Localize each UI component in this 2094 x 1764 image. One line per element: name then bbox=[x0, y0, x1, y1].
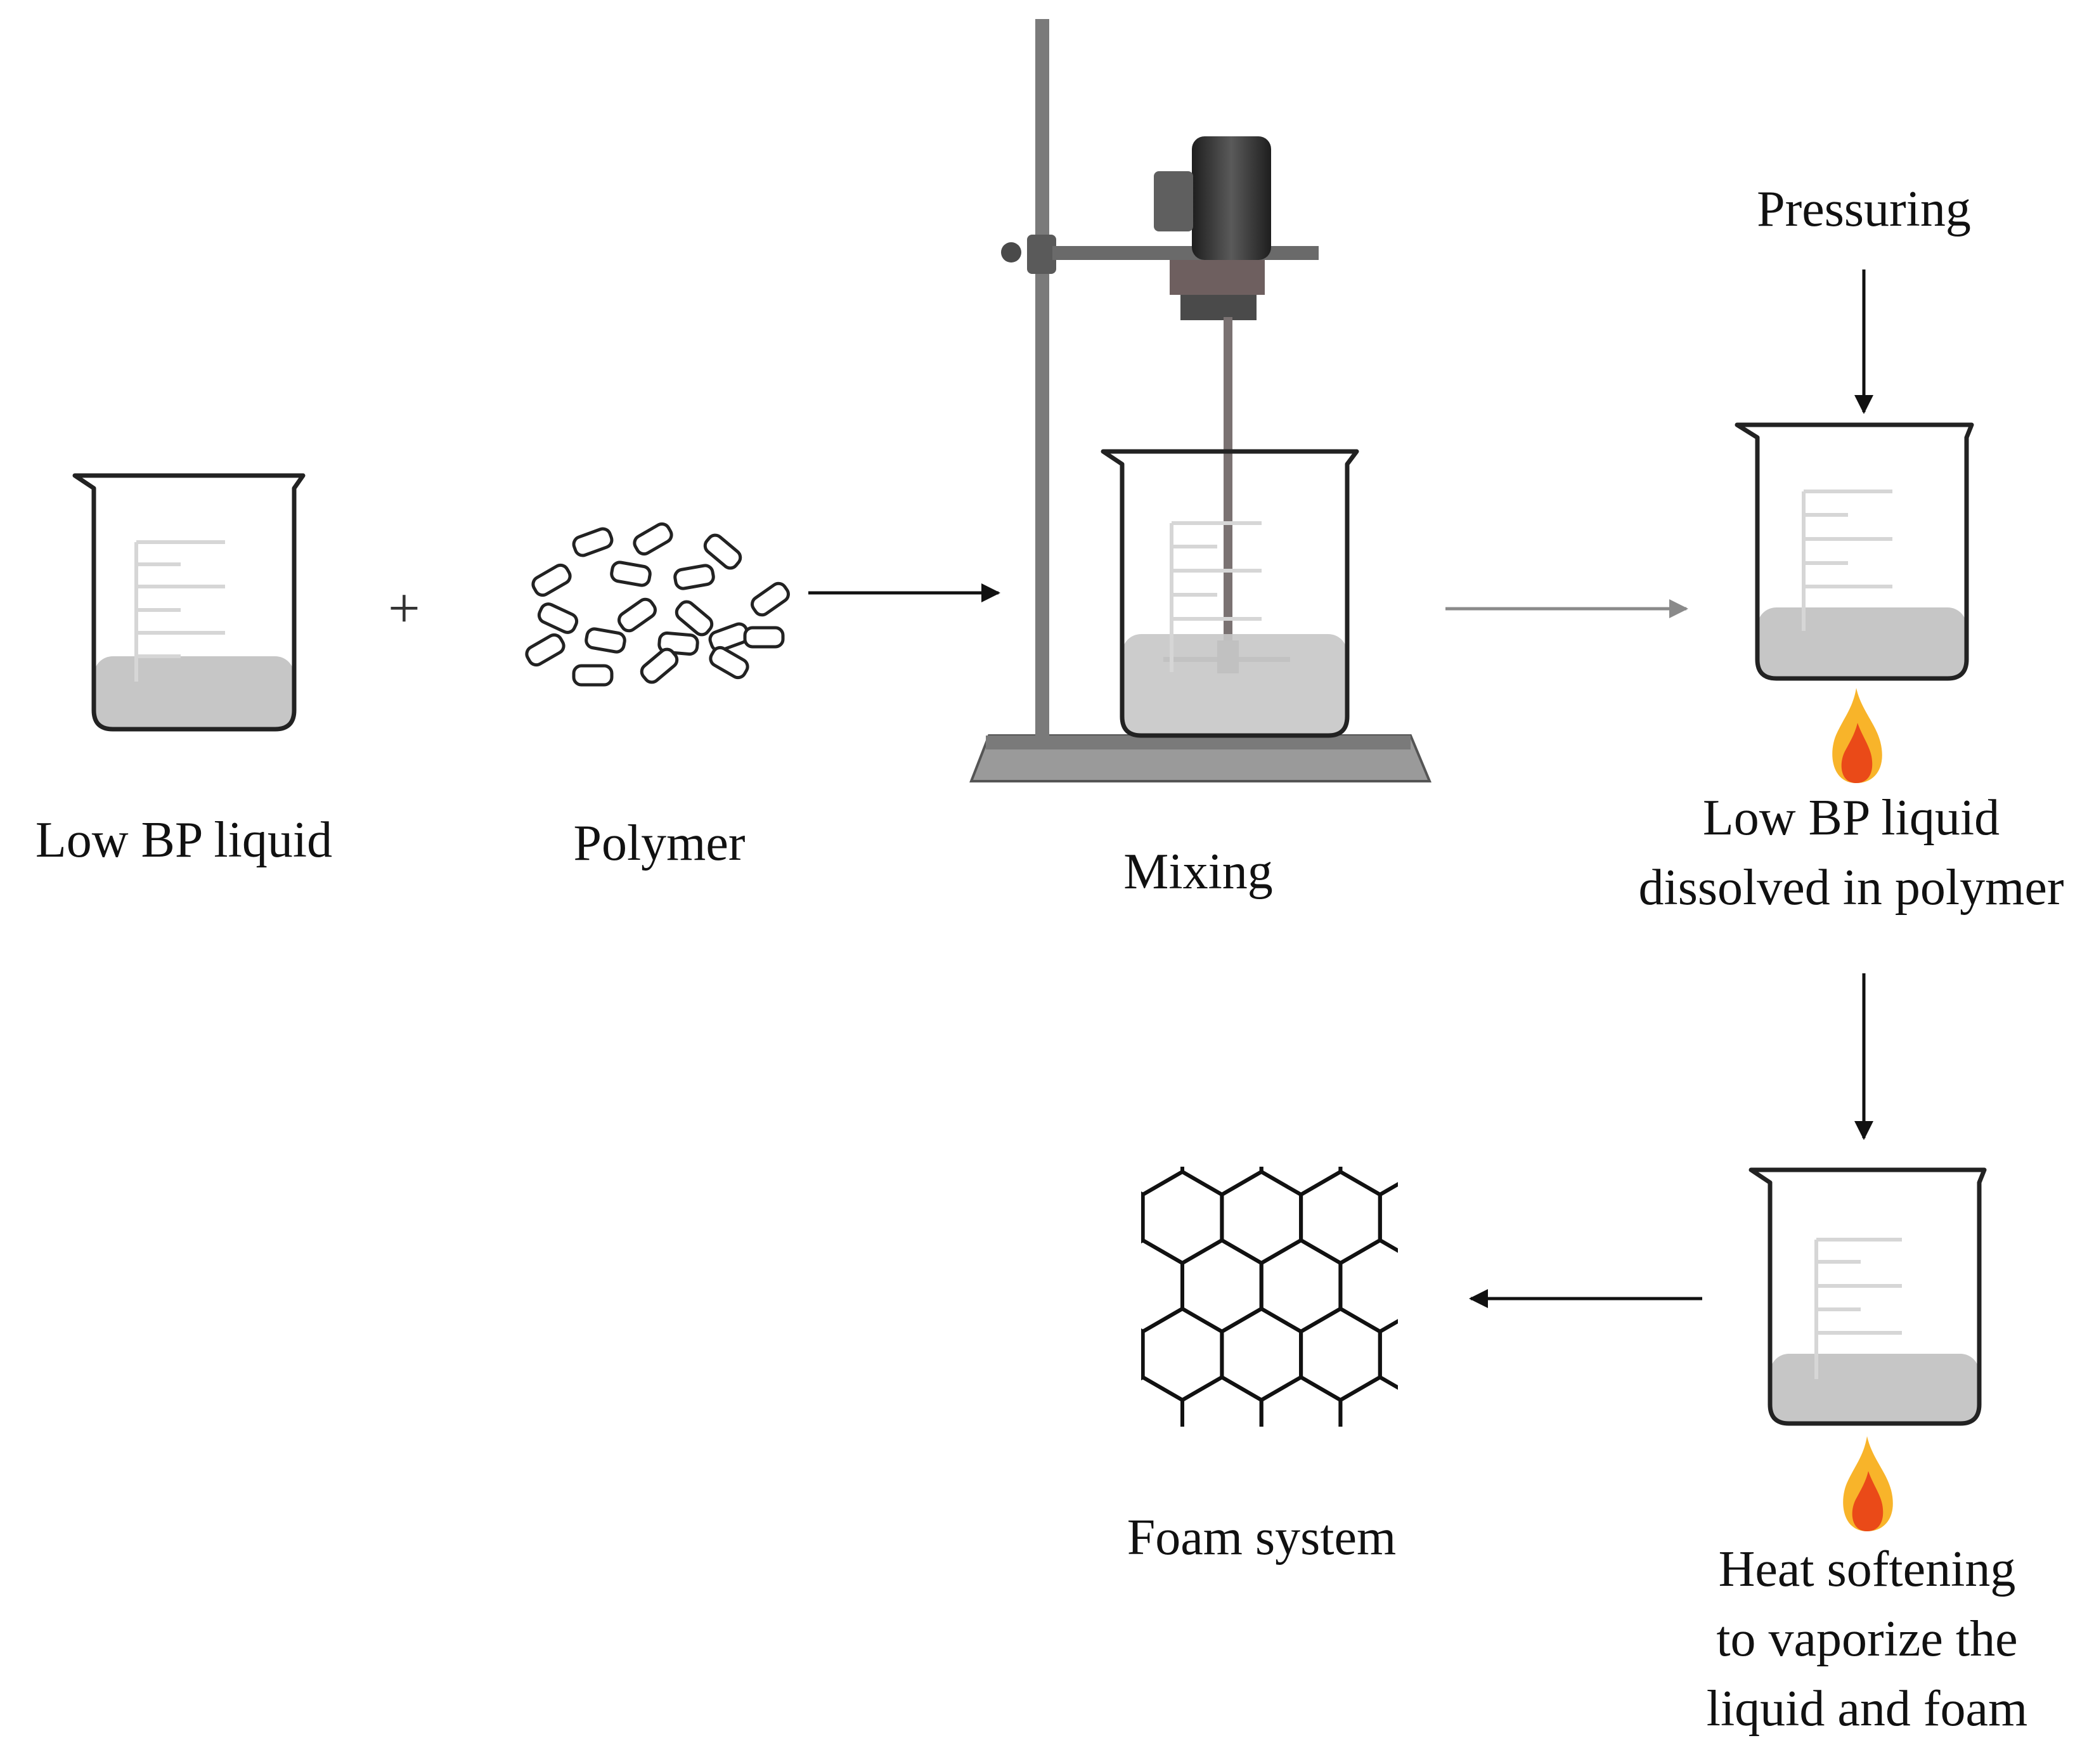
flame-icon bbox=[1843, 1436, 1893, 1531]
heat-softening-line-1: Heat softening bbox=[1718, 1541, 2016, 1597]
dissolved-label-line-1: Low BP liquid bbox=[1702, 790, 2000, 846]
foam-cell bbox=[1259, 1167, 1343, 1197]
polymer-pellet bbox=[751, 581, 790, 617]
polymer-pellet bbox=[537, 602, 579, 634]
foam-cell bbox=[1378, 1182, 1398, 1253]
flame-icon bbox=[1832, 688, 1882, 783]
foam-cell bbox=[1141, 1307, 1224, 1402]
foam-cell bbox=[1141, 1167, 1184, 1197]
polymer-pellet bbox=[585, 627, 626, 654]
foam-cell bbox=[1419, 1103, 1499, 1195]
heat-softening-label: Heat softening to vaporize the liquid an… bbox=[1623, 1534, 2094, 1744]
polymer-pellet bbox=[525, 633, 566, 667]
hexagon-foam-icon bbox=[1141, 1103, 1499, 1469]
foam-cell bbox=[1180, 1375, 1264, 1427]
polymer-pellet bbox=[703, 533, 742, 570]
polymer-pellet bbox=[572, 664, 614, 687]
polymer-pellet bbox=[617, 597, 657, 633]
polymer-pellet bbox=[633, 522, 673, 556]
foam-cell bbox=[1141, 1238, 1184, 1333]
foam-cell bbox=[1141, 1328, 1145, 1380]
foam-cell bbox=[1299, 1170, 1382, 1265]
foam-cell bbox=[1220, 1170, 1303, 1265]
foam-cell bbox=[1141, 1191, 1145, 1243]
foam-cell bbox=[1141, 1170, 1224, 1265]
heat-softening-line-3: liquid and foam bbox=[1706, 1681, 2028, 1737]
polymer-pellet bbox=[673, 564, 715, 590]
foam-cell bbox=[1259, 1375, 1343, 1427]
heat-softening-line-2: to vaporize the bbox=[1716, 1611, 2018, 1667]
foam-cell bbox=[1338, 1375, 1398, 1427]
pressuring-label: Pressuring bbox=[1757, 181, 1971, 237]
foam-cell bbox=[1180, 1238, 1264, 1333]
polymer-pellet bbox=[610, 561, 652, 587]
foam-cell bbox=[1220, 1307, 1303, 1402]
foam-cell bbox=[1259, 1238, 1343, 1333]
polymer-pellet bbox=[743, 626, 785, 649]
polymer-pellet bbox=[640, 647, 679, 684]
foam-cell bbox=[1141, 1375, 1184, 1427]
polymer-pellet bbox=[709, 645, 749, 680]
foam-cell bbox=[1338, 1238, 1398, 1333]
foam-cell bbox=[1419, 1377, 1499, 1469]
stirrer-icon bbox=[969, 19, 1432, 782]
foam-cell bbox=[1338, 1167, 1398, 1197]
dissolved-label: Low BP liquid dissolved in polymer bbox=[1610, 783, 2092, 923]
beaker-scale-marks bbox=[134, 540, 225, 682]
polymer-pellet bbox=[572, 527, 614, 557]
polymer-pellet bbox=[675, 600, 714, 637]
beaker-low-bp-liquid bbox=[72, 473, 306, 732]
beaker-heat-softening bbox=[1748, 1167, 1987, 1426]
mixing-label: Mixing bbox=[1123, 844, 1273, 900]
polymer-pellet bbox=[531, 563, 572, 597]
polymer-pellets-icon bbox=[525, 522, 790, 687]
plus-sign: + bbox=[388, 577, 420, 640]
dissolved-label-line-2: dissolved in polymer bbox=[1638, 860, 2064, 916]
beaker-dissolved bbox=[1735, 422, 1974, 681]
foam-cell bbox=[1180, 1167, 1264, 1197]
foam-cell bbox=[1419, 1240, 1499, 1332]
low-bp-liquid-label: Low BP liquid bbox=[35, 812, 333, 868]
foam-system-label: Foam system bbox=[1127, 1510, 1397, 1566]
polymer-label: Polymer bbox=[573, 815, 746, 871]
foam-cell bbox=[1299, 1307, 1382, 1402]
foam-cell bbox=[1378, 1319, 1398, 1390]
